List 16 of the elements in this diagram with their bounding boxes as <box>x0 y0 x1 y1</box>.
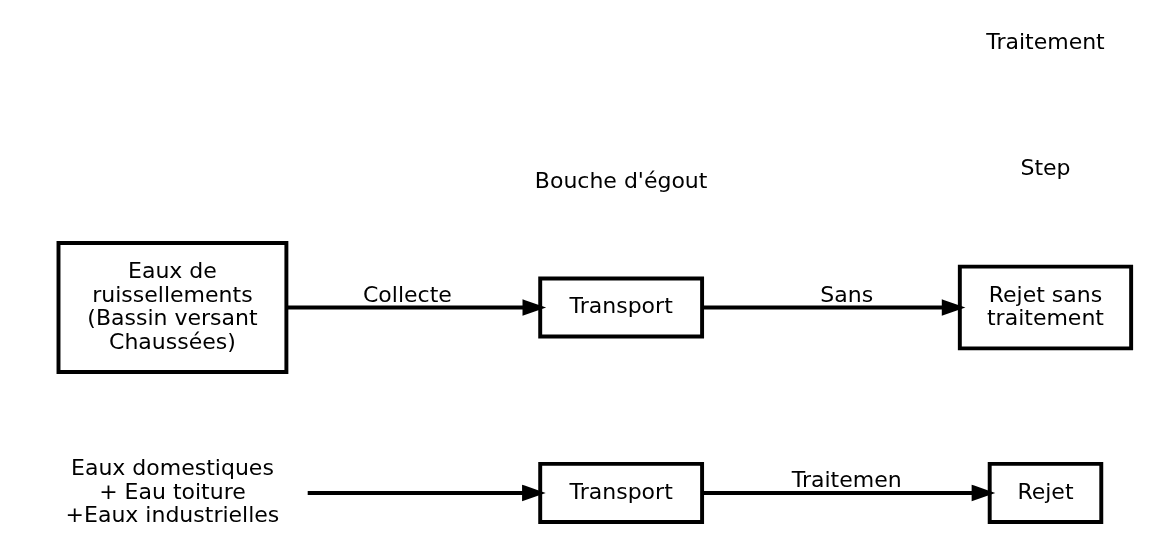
node-box: Rejet <box>987 461 1103 524</box>
edge-label: Sans <box>819 281 873 307</box>
edge-label: Traitemen <box>791 466 902 492</box>
arrow <box>701 299 965 316</box>
node-box: Transport <box>537 276 704 339</box>
node-text: Eaux domestiques + Eau toiture +Eaux industrielles <box>65 455 279 528</box>
node-box: Eaux de ruissellements (Bassin versant Chaussées) <box>56 241 288 374</box>
node-box: Transport <box>537 461 704 524</box>
arrow <box>285 299 546 316</box>
node-box: Rejet sans traitement <box>957 264 1133 351</box>
arrow <box>307 484 546 502</box>
edge-label: Collecte <box>362 281 452 307</box>
label: Bouche d'égout <box>534 167 707 193</box>
label: Traitement <box>985 29 1105 55</box>
label: Step <box>1019 155 1071 181</box>
arrow <box>701 484 995 502</box>
